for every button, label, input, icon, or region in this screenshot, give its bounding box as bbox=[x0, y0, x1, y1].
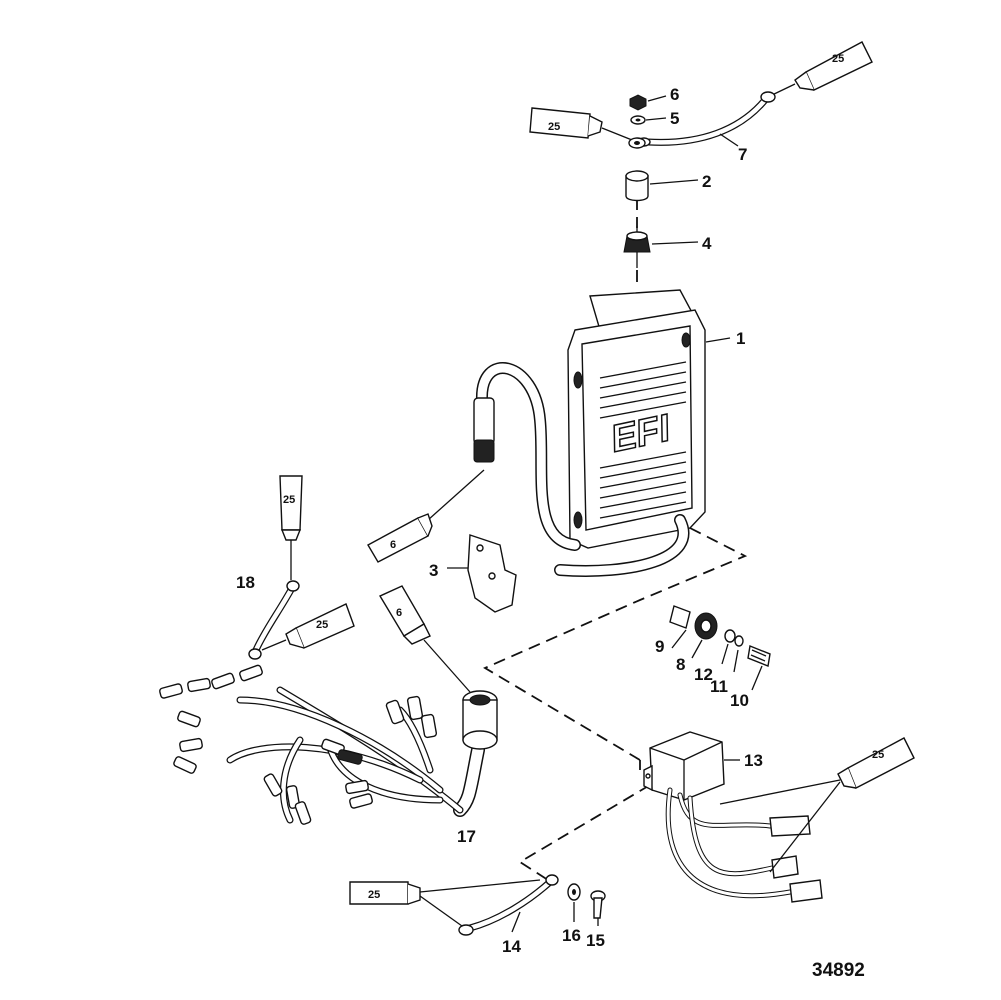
harness-terminals bbox=[159, 664, 438, 825]
voltage-regulator-13 bbox=[643, 731, 725, 801]
module-harness-cable bbox=[473, 362, 690, 577]
lockwasher-11 bbox=[734, 635, 744, 647]
ground-lead-18 bbox=[248, 580, 300, 660]
tube-25-18-upper: 25 bbox=[279, 475, 303, 541]
tube-label: 25 bbox=[548, 121, 560, 133]
tube-6-mid-left: 6 bbox=[367, 513, 433, 563]
ground-cable-14 bbox=[458, 874, 559, 936]
tube-label: 6 bbox=[396, 607, 402, 619]
tube-25-13: 25 bbox=[837, 737, 915, 789]
callout-5: 5 bbox=[670, 109, 679, 128]
leader-lines bbox=[645, 95, 739, 343]
callout-13: 13 bbox=[744, 751, 763, 770]
callout-11: 11 bbox=[710, 677, 728, 696]
callout-15: 15 bbox=[586, 931, 605, 950]
tube-25-top-right: 25 bbox=[794, 41, 873, 91]
callout-12: 12 bbox=[694, 665, 713, 684]
callout-16: 16 bbox=[562, 926, 581, 945]
washer-12 bbox=[724, 629, 736, 643]
dashed-assembly-lines bbox=[483, 198, 748, 881]
callout-8: 8 bbox=[676, 655, 685, 674]
callout-1: 1 bbox=[736, 329, 745, 348]
callout-7: 7 bbox=[738, 145, 747, 164]
tube-label: 25 bbox=[368, 889, 380, 901]
callout-18: 18 bbox=[236, 573, 255, 592]
washer-16 bbox=[567, 883, 581, 901]
washer-stack bbox=[628, 137, 646, 149]
callout-4: 4 bbox=[702, 234, 712, 253]
cooling-fins bbox=[599, 361, 687, 519]
screw-15 bbox=[590, 890, 606, 919]
callout-6: 6 bbox=[670, 85, 679, 104]
spacer-2 bbox=[625, 170, 649, 202]
grommet-8 bbox=[694, 612, 718, 640]
callout-17: 17 bbox=[457, 827, 476, 846]
tube-25-top-left: 25 bbox=[529, 107, 603, 139]
callout-9: 9 bbox=[655, 637, 664, 656]
tube-label: 25 bbox=[283, 494, 295, 506]
grommet-4 bbox=[623, 226, 651, 268]
callout-3: 3 bbox=[429, 561, 438, 580]
efi-module-1: EFI bbox=[567, 289, 706, 549]
callout-10: 10 bbox=[730, 691, 749, 710]
callout-2: 2 bbox=[702, 172, 711, 191]
figure-number: 34892 bbox=[812, 960, 865, 981]
tube-6-17: 6 bbox=[378, 585, 431, 645]
bracket-3 bbox=[467, 534, 517, 613]
tube-label: 6 bbox=[390, 539, 396, 551]
tube-25-14: 25 bbox=[349, 881, 421, 905]
callout-14: 14 bbox=[502, 937, 521, 956]
tube-label: 25 bbox=[872, 749, 884, 761]
nut-6 bbox=[629, 94, 647, 111]
screw-10 bbox=[747, 645, 771, 667]
tube-25-18-right: 25 bbox=[285, 603, 355, 649]
callout-labels: 1 2 3 4 5 6 7 8 9 10 11 12 13 14 15 16 1… bbox=[236, 85, 763, 956]
regulator-leads bbox=[665, 787, 823, 903]
tube-label: 25 bbox=[832, 53, 844, 65]
tube-label: 25 bbox=[316, 619, 328, 631]
wiring-harness-17 bbox=[159, 664, 498, 825]
washer-5 bbox=[630, 115, 646, 125]
bushing-9 bbox=[669, 605, 691, 629]
